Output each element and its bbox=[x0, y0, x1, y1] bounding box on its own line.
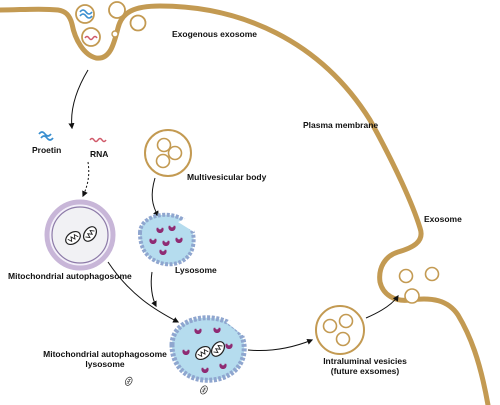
autophagolysosome bbox=[169, 315, 247, 383]
arrow-autophagosome-to-fusion bbox=[107, 261, 180, 323]
label-mito-autophagosome-lysosome-line2: lysosome bbox=[85, 358, 125, 369]
label-mito-autophagosome-lysosome: Mitochondrial autophagosome lysosome bbox=[30, 349, 180, 370]
arrow-mvb-to-lysosome bbox=[151, 177, 159, 218]
exosomes-released bbox=[198, 266, 440, 396]
label-intraluminal-line2: (future exsomes) bbox=[330, 365, 400, 376]
arrow-dotted-to-autophagosome bbox=[82, 161, 90, 198]
label-protein: Proetin bbox=[32, 145, 62, 155]
label-multivesicular-body: Multivesicular body bbox=[187, 172, 267, 182]
arrow-ilv-to-exosome bbox=[365, 295, 399, 319]
label-exosome: Exosome bbox=[424, 214, 462, 224]
rna-icon bbox=[84, 35, 98, 41]
intraluminal-vesicles-body bbox=[123, 305, 365, 387]
label-intraluminal-line1: Intraluminal vesicies bbox=[323, 356, 407, 366]
label-exogenous-exosome: Exogenous exosome bbox=[172, 29, 258, 39]
label-mito-autophagosome-lysosome-line1: Mitochondrial autophagosome bbox=[43, 349, 167, 359]
arrow-uptake bbox=[68, 69, 89, 130]
label-rna: RNA bbox=[90, 149, 109, 159]
arrow-lysosome-to-fusion bbox=[150, 271, 157, 308]
label-lysosome: Lysosome bbox=[175, 265, 217, 275]
protein-icon bbox=[79, 9, 93, 19]
multivesicular-body bbox=[144, 129, 192, 177]
label-mitochondrial-autophagosome: Mitochondrial autophagosome bbox=[8, 271, 132, 281]
protein-icon bbox=[38, 131, 54, 141]
lysosome bbox=[137, 212, 196, 267]
rna-icon bbox=[89, 137, 107, 143]
arrow-fusion-to-ilv bbox=[247, 338, 314, 351]
mitochondrial-autophagosome bbox=[44, 199, 116, 271]
label-plasma-membrane: Plasma membrane bbox=[303, 120, 379, 130]
label-intraluminal-vesicles: Intraluminal vesicies (future exsomes) bbox=[315, 356, 415, 377]
